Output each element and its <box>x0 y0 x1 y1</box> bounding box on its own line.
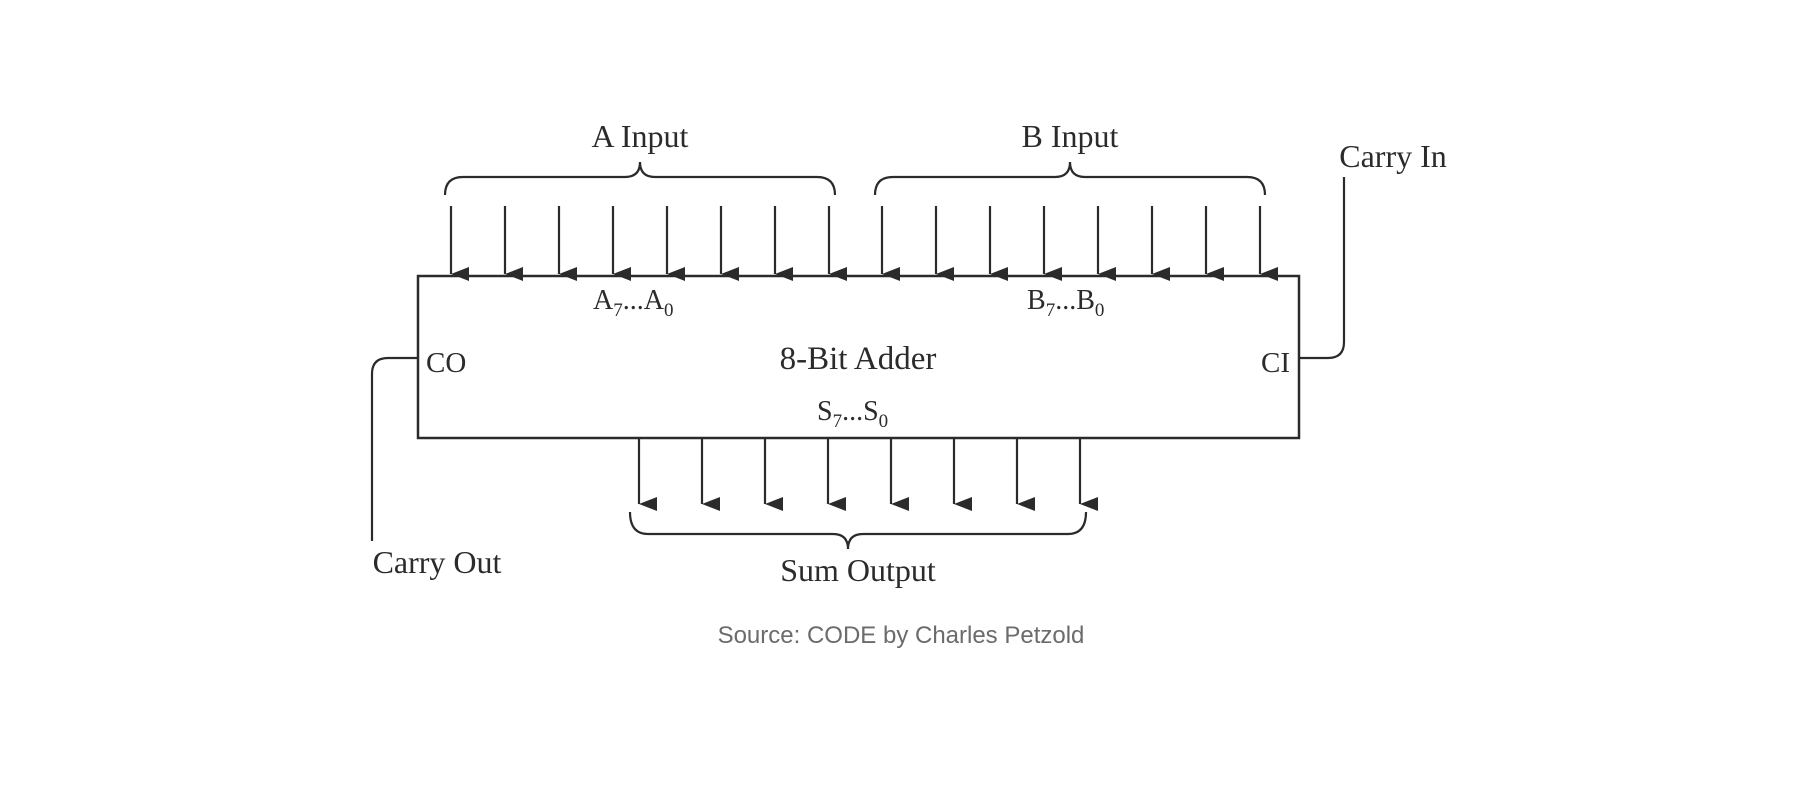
sum-output-arrows <box>637 438 1098 511</box>
co-label: CO <box>426 347 466 379</box>
carry-out-label: Carry Out <box>373 544 502 580</box>
sum-bits-label: S7...S0 <box>817 396 888 432</box>
sum-output-label: Sum Output <box>780 552 936 588</box>
b-input-label: B Input <box>1022 118 1119 154</box>
a-input-label: A Input <box>592 118 689 154</box>
b-input-brace <box>873 161 1267 196</box>
b-bits-label: B7...B0 <box>1027 285 1104 321</box>
sum-output-brace <box>628 511 1088 550</box>
carry-out-line <box>370 356 418 541</box>
carry-in-label: Carry In <box>1339 138 1447 174</box>
adder-title: 8-Bit Adder <box>780 341 937 377</box>
b-input-arrows <box>880 206 1278 281</box>
a-bits-label: A7...A0 <box>593 285 673 321</box>
ci-label: CI <box>1261 347 1290 379</box>
a-input-arrows <box>449 206 847 281</box>
source-caption: Source: CODE by Charles Petzold <box>717 622 1085 649</box>
a-input-brace <box>443 161 837 196</box>
carry-in-line <box>1299 177 1346 360</box>
